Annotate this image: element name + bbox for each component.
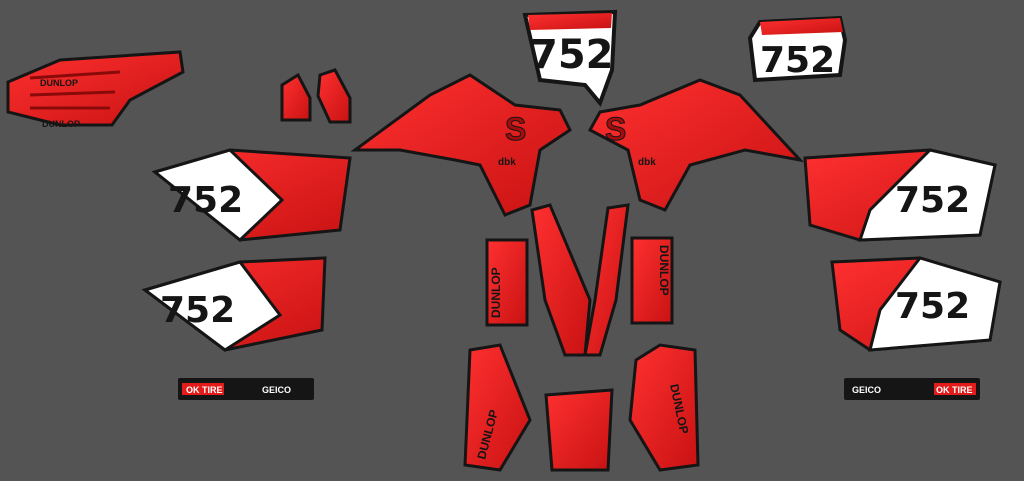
fork-guard-pair-center — [530, 203, 630, 357]
front-number-plate-left: 752 — [522, 9, 618, 107]
swingarm-strip-right: DUNLOP — [630, 236, 674, 325]
side-panel-number-lower-left: 752 — [160, 290, 235, 331]
front-number-plate-right: 752 — [747, 15, 848, 83]
radiator-shroud-left: S dbk — [350, 73, 572, 217]
shroud-dbk-left: dbk — [498, 157, 516, 168]
swingarm-tire-text-right: DUNLOP — [657, 245, 671, 296]
front-fender-decal — [544, 388, 614, 472]
radiator-shroud-right: S dbk — [587, 78, 805, 212]
rear-fender-decal: DUNLOP DUNLOP — [6, 50, 185, 129]
side-panel-upper-right: 752 — [803, 148, 997, 242]
lower-fork-guard-left: DUNLOP — [463, 343, 532, 472]
fender-tire-text-bottom: DUNLOP — [42, 119, 80, 129]
swingarm-tire-text-left: DUNLOP — [489, 267, 503, 318]
side-panel-lower-right: 752 — [830, 256, 1002, 352]
shroud-logo-left: S — [505, 111, 526, 147]
fender-tire-text-top: DUNLOP — [40, 78, 78, 88]
sponsor-oktire-right: OK TIRE — [936, 385, 973, 395]
side-panel-number-upper-right: 752 — [895, 180, 970, 221]
side-panel-upper-left: 752 — [151, 148, 352, 242]
sponsor-geico-right: GEICO — [852, 385, 881, 395]
front-plate-number: 752 — [530, 32, 614, 78]
sponsor-geico-left: GEICO — [262, 385, 291, 395]
side-panel-number-upper-left: 752 — [168, 180, 243, 221]
sponsor-strip-right: GEICO OK TIRE — [844, 378, 980, 400]
sponsor-strip-left: OK TIRE GEICO — [178, 378, 314, 400]
side-panel-lower-left: 752 — [141, 256, 327, 352]
fork-guard-small-decals — [280, 68, 352, 124]
front-plate-number-right: 752 — [760, 40, 835, 81]
shroud-dbk-right: dbk — [638, 157, 656, 168]
side-panel-number-lower-right: 752 — [895, 286, 970, 327]
sponsor-oktire-left: OK TIRE — [186, 385, 223, 395]
swingarm-strip-left: DUNLOP — [485, 238, 529, 327]
lower-fork-guard-right: DUNLOP — [628, 343, 700, 472]
shroud-logo-right: S — [605, 111, 626, 147]
